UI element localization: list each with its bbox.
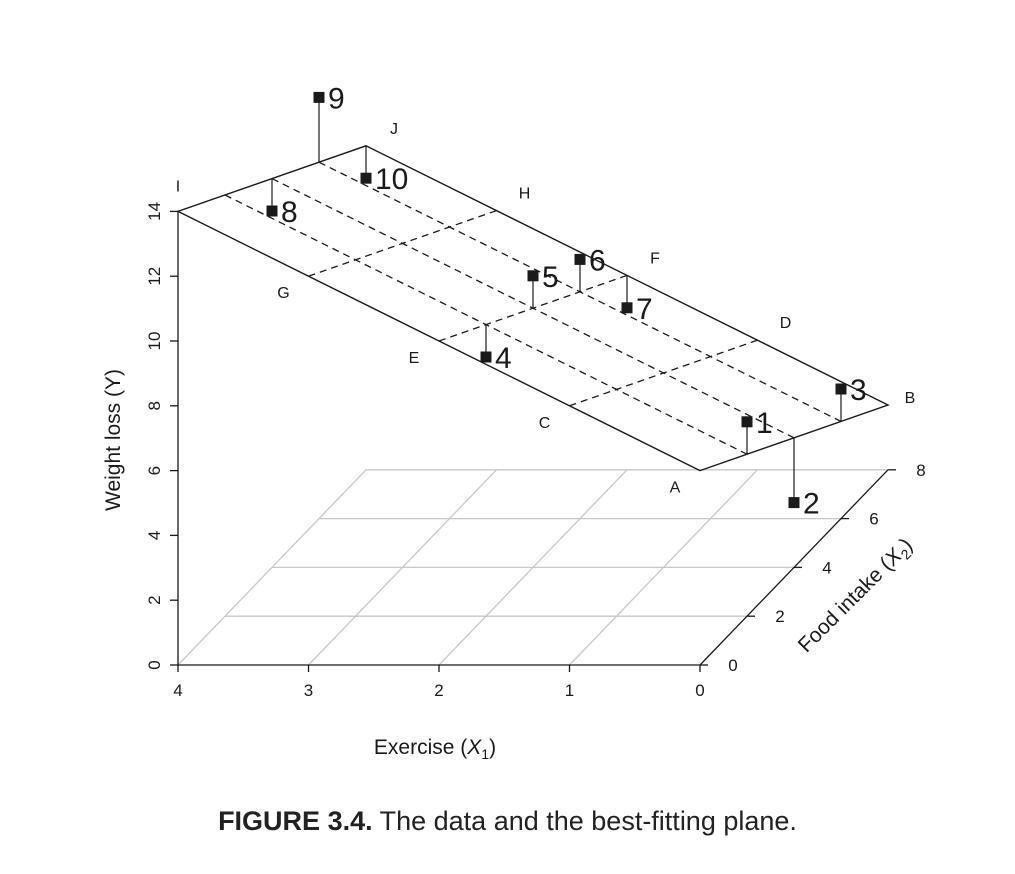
y-tick-label: 8 [145,401,164,410]
data-point [360,172,372,184]
y-tick-label: 4 [145,531,164,540]
x1-tick-label: 3 [304,681,313,700]
x1-tick-label: 0 [695,681,704,700]
floor-gridline-x1 [308,469,497,666]
x2-tick-label: 4 [822,558,831,577]
data-point [266,205,278,217]
y-tick-label: 12 [145,267,164,286]
plane-dashed-line-x1 [308,209,497,277]
x2-axis-title: Food intake (X2) [794,534,919,659]
y-tick-label: 10 [145,332,164,351]
plane-corner-label: C [539,415,551,432]
plane-corner-label: G [277,285,289,302]
data-point [788,497,800,509]
data-point-label: 4 [495,342,512,375]
y-tick-label: 6 [145,466,164,475]
x1-tick-label: 2 [434,681,443,700]
data-point-label: 7 [636,293,653,326]
plane-corner-label: I [176,178,180,195]
data-point [527,270,539,282]
floor-gridline-x1 [177,469,367,666]
y-axis-title: Weight loss (Y) [102,369,125,511]
data-point [480,351,492,363]
data-point-label: 1 [756,407,773,440]
data-point [621,302,633,314]
y-tick-label: 2 [145,595,164,604]
plane-corner-label: D [780,315,792,332]
data-point-label: 10 [375,163,408,196]
data-point-label: 2 [803,488,820,521]
data-point-label: 9 [328,82,345,115]
floor-gridline-x1 [569,469,758,666]
x2-tick-label: 0 [728,656,737,675]
x1-tick-label: 1 [565,681,574,700]
y-tick-label: 0 [145,660,164,669]
x2-tick-label: 8 [916,461,925,480]
x1-axis-title: Exercise (X1) [374,736,496,762]
x1-tick-label: 4 [173,681,182,700]
y-tick-label: 14 [145,202,164,221]
data-point [313,91,325,103]
data-point [835,383,847,395]
caption-text: The data and the best-fitting plane. [372,806,797,836]
plane-corner-label: J [390,121,398,138]
plane-corner-label: H [519,186,531,203]
plane-corner-label: E [409,350,420,367]
data-point-label: 6 [589,244,606,277]
x2-tick-label: 6 [869,510,878,529]
figure-caption: FIGURE 3.4. The data and the best-fittin… [0,806,1015,837]
x2-tick-label: 2 [775,607,784,626]
plane-dashed-line-x1 [569,339,758,407]
caption-number: FIGURE 3.4. [218,806,373,836]
data-point-label: 8 [281,196,298,229]
plane-corner-label: A [670,480,681,497]
data-point-label: 5 [542,261,559,294]
plane-corner-label: F [650,250,660,267]
data-point-label: 3 [850,374,867,407]
plane-corner-label: B [905,390,916,407]
data-point [574,253,586,265]
data-point [741,416,753,428]
floor-gridline-x1 [438,469,628,666]
